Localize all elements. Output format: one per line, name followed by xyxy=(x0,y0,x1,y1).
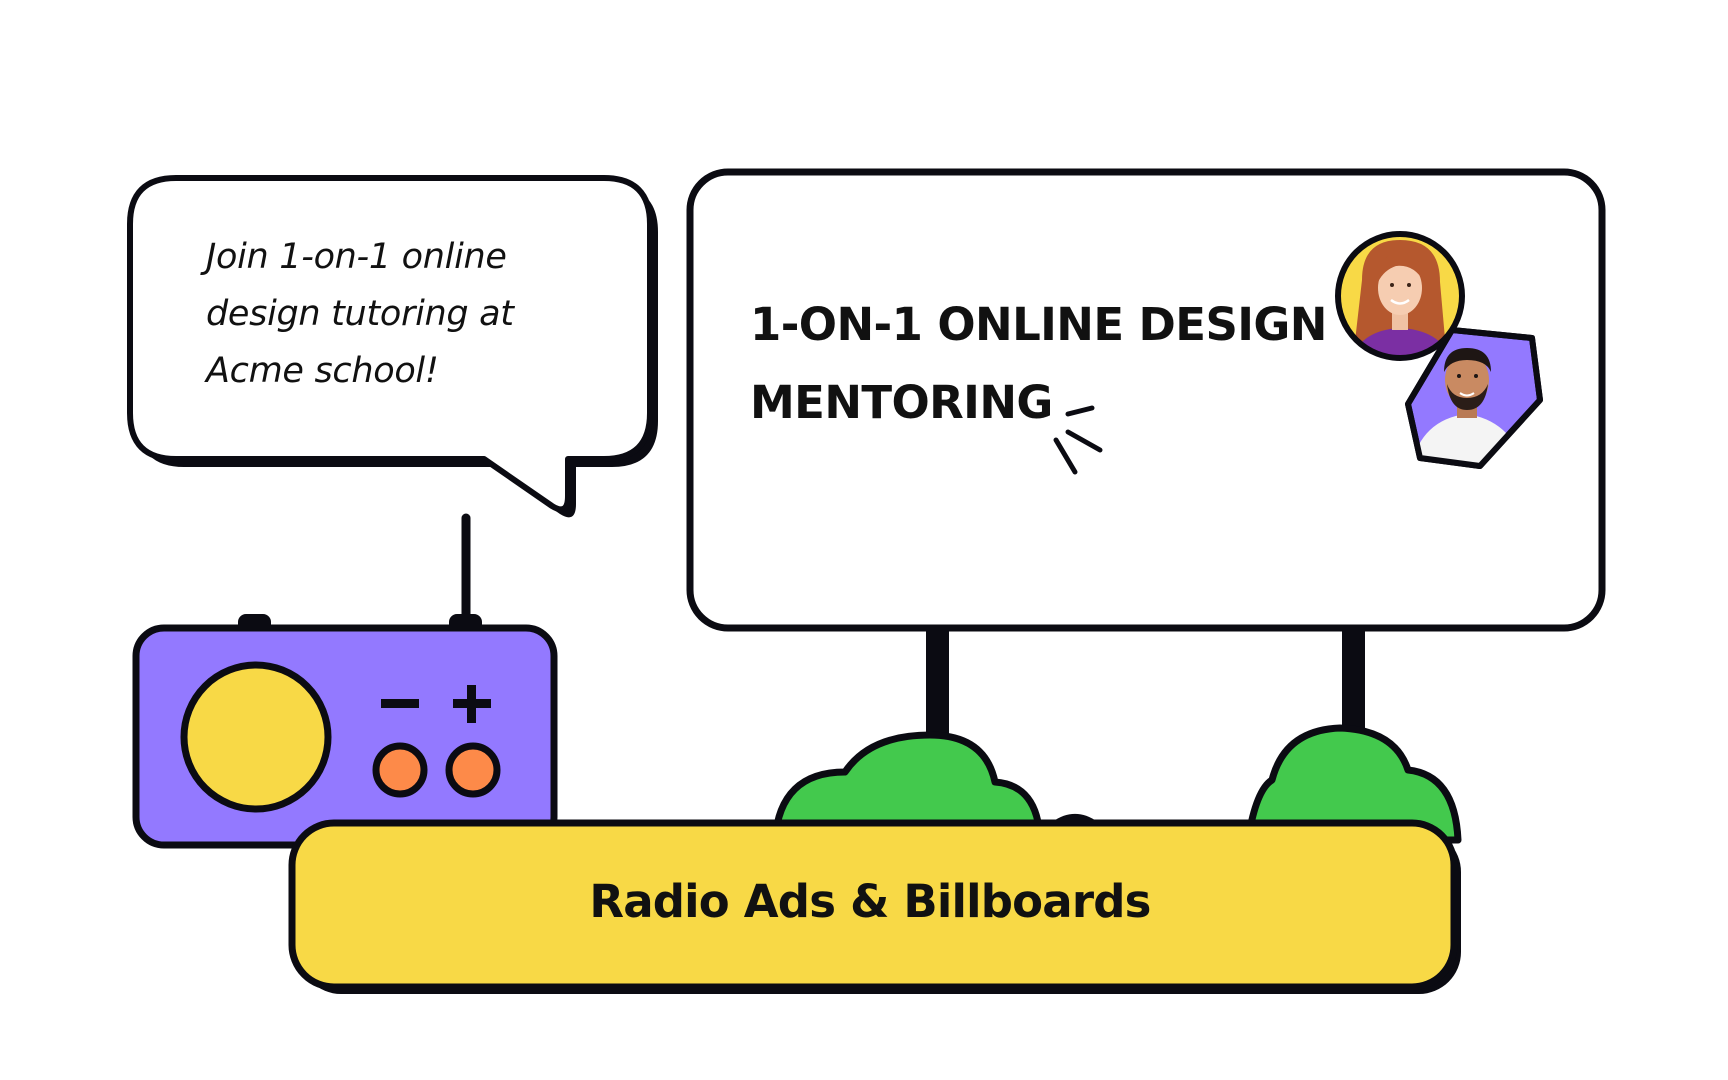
radio-knob-right xyxy=(445,742,501,798)
banner xyxy=(288,819,1461,994)
radio-knob-left xyxy=(372,742,428,798)
speech-bubble xyxy=(127,175,658,518)
billboard xyxy=(686,168,1606,765)
avatar-man xyxy=(1405,327,1543,469)
radio-icon xyxy=(132,513,558,849)
bush-icon xyxy=(771,731,1107,844)
billboard-post-left xyxy=(926,625,949,765)
radio-speaker xyxy=(180,661,332,813)
avatar-woman xyxy=(1335,231,1465,361)
bush-icon xyxy=(1244,724,1462,844)
banner-title: Radio Ads & Billboards xyxy=(589,875,1151,928)
sparkle-lines-icon xyxy=(1053,405,1103,475)
speech-bubble-text: Join 1-on-1 online design tutoring at Ac… xyxy=(206,237,514,391)
billboard-headline: 1-ON-1 ONLINE DESIGN MENTORING xyxy=(750,298,1327,429)
plus-icon xyxy=(453,685,491,723)
minus-icon xyxy=(381,699,419,708)
